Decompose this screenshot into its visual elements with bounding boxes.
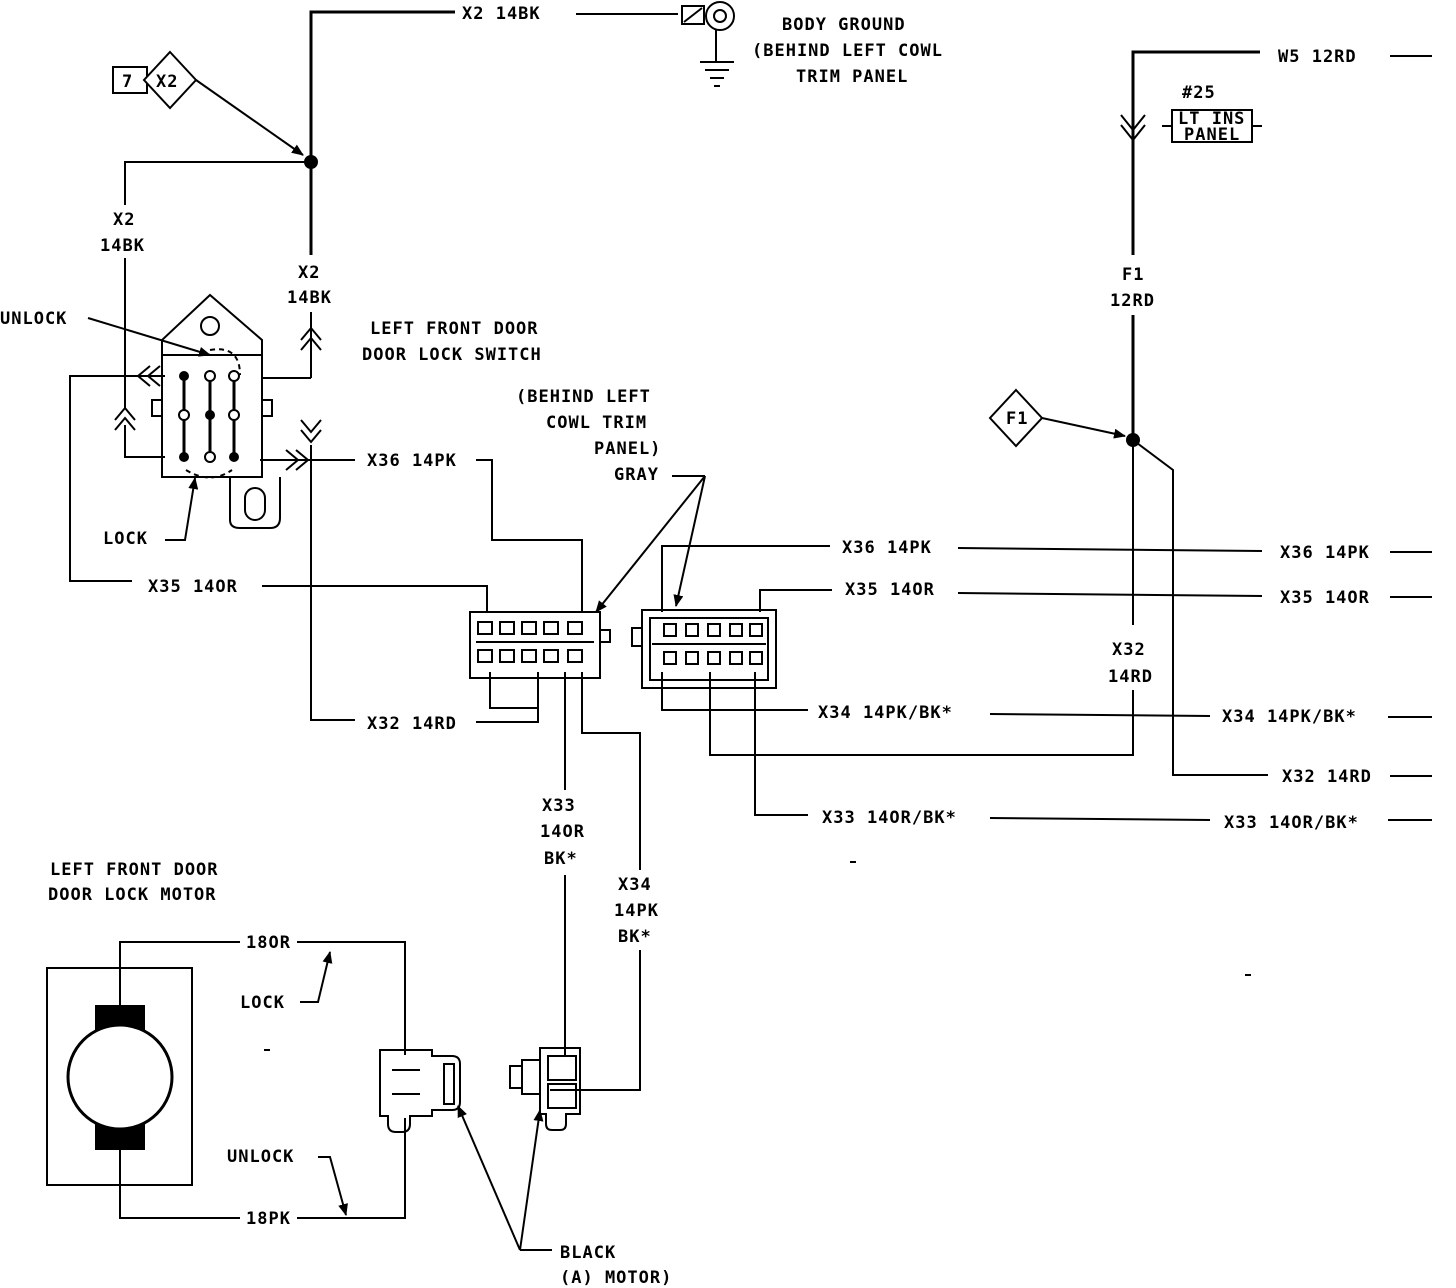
label-x2-left-2: 14BK (100, 236, 145, 256)
label-x34-mid: X34 14PK/BK* (818, 703, 953, 723)
label-unlock-motor: UNLOCK (227, 1147, 294, 1167)
label-body-ground-3: TRIM PANEL (796, 67, 908, 87)
wire-x36-left (476, 459, 583, 612)
door-lock-motor (46, 942, 193, 1218)
label-body-ground-2: (BEHIND LEFT COWL (752, 41, 943, 61)
wire-x36-mid (661, 545, 830, 612)
wire-x34-lower (550, 950, 641, 1091)
wire-x32-left (476, 672, 539, 723)
label-x2-mid-1: X2 (298, 263, 320, 283)
splice-f1-label: F1 (1006, 409, 1028, 429)
label-cowl-3: PANEL) (594, 439, 661, 459)
label-x2-top: X2 14BK (462, 4, 541, 24)
wire-x35-switch (69, 375, 165, 582)
wire-x2-left (124, 161, 311, 205)
wire-x33-mid (754, 672, 808, 816)
label-x33-right: X33 14OR/BK* (1224, 813, 1359, 833)
door-lock-switch (87, 293, 322, 541)
label-w5: W5 12RD (1278, 47, 1357, 67)
label-x34-vert-2: 14PK (614, 901, 659, 921)
wire-18or-right (297, 941, 406, 1055)
connector-gray-left (469, 611, 611, 679)
label-cowl-4: GRAY (614, 465, 659, 485)
wire-w5 (1131, 50, 1260, 255)
wire-x35-right (957, 592, 1263, 597)
splice-x2-flag: 7 X2 (112, 50, 304, 156)
label-black-1: BLACK (560, 1243, 616, 1263)
label-lt-ins-1: LT INS (1178, 109, 1245, 129)
wire-x33-right (989, 817, 1211, 821)
label-cowl-1: (BEHIND LEFT (516, 387, 651, 407)
splice-x2-dot (304, 155, 318, 169)
label-x34-right: X34 14PK/BK* (1222, 707, 1357, 727)
wire-x36-right (957, 547, 1263, 552)
label-x32-right: X32 14RD (1282, 767, 1372, 787)
label-18pk: 18PK (246, 1209, 291, 1229)
wires (69, 10, 1432, 1219)
lt-ins-panel-connector (1120, 109, 1262, 143)
label-x34-vert-3: BK* (618, 927, 652, 947)
label-black-2: (A) MOTOR) (560, 1268, 672, 1288)
wire-x32-connector (489, 672, 538, 709)
label-x2-mid-2: 14BK (287, 288, 332, 308)
gray-pointers (595, 475, 706, 613)
wire-18or (119, 941, 240, 1005)
label-x33-vert-2: 14OR (540, 822, 585, 842)
wire-x35-mid (759, 589, 832, 612)
label-x33-vert-3: BK* (544, 849, 578, 869)
connector-gray-right (631, 609, 777, 689)
motor-connector-a (379, 1049, 461, 1133)
label-x35-right: X35 14OR (1280, 588, 1370, 608)
label-18or: 18OR (246, 933, 291, 953)
label-x32-left: X32 14RD (367, 714, 457, 734)
ground-symbol (681, 1, 735, 87)
splice-x2-label: X2 (156, 72, 178, 92)
motor-pointers (300, 951, 552, 1251)
splice-f1-flag: F1 (988, 388, 1126, 448)
wire-x32-right (1132, 439, 1268, 776)
label-cowl-2: COWL TRIM (546, 413, 647, 433)
wire-x34-mid (661, 672, 808, 711)
labels: X2 14BK BODY GROUND (BEHIND LEFT COWL TR… (0, 4, 1372, 1288)
label-num25: #25 (1182, 83, 1216, 103)
splice-x2-num: 7 (122, 72, 133, 92)
wire-switch-x32 (310, 445, 355, 721)
label-x36-mid: X36 14PK (842, 538, 932, 558)
label-lock-motor: LOCK (240, 993, 285, 1013)
label-x34-vert-1: X34 (618, 875, 652, 895)
label-f1-2: 12RD (1110, 291, 1155, 311)
label-lock-switch: LOCK (103, 529, 148, 549)
label-motor-1: LEFT FRONT DOOR (50, 860, 219, 880)
motor-connector-b (509, 1047, 581, 1131)
wire-switch-left-loop (124, 425, 165, 458)
wire-x34-upper (581, 672, 641, 870)
label-f1-1: F1 (1122, 265, 1144, 285)
label-x32-vert-2: 14RD (1108, 667, 1153, 687)
label-switch-2: DOOR LOCK SWITCH (362, 345, 542, 365)
label-x35-left: X35 14OR (148, 577, 238, 597)
label-motor-2: DOOR LOCK MOTOR (48, 885, 217, 905)
label-switch-1: LEFT FRONT DOOR (370, 319, 539, 339)
label-x2-left-1: X2 (113, 210, 135, 230)
label-x32-vert-1: X32 (1112, 640, 1146, 660)
label-lt-ins-2: PANEL (1184, 125, 1240, 145)
splice-f1-dot (1126, 433, 1140, 447)
label-x35-mid: X35 14OR (845, 580, 935, 600)
wire-x35-left (262, 585, 488, 612)
label-unlock-switch: UNLOCK (0, 309, 67, 329)
label-x36-right: X36 14PK (1280, 543, 1370, 563)
wire-x34-right (989, 713, 1211, 717)
label-x33-mid: X33 14OR/BK* (822, 808, 957, 828)
wire-x32-mid (709, 672, 1134, 756)
wire-x2-top (309, 10, 455, 255)
wire-18pk-right (297, 1118, 406, 1219)
label-body-ground-1: BODY GROUND (782, 15, 906, 35)
label-x36-left: X36 14PK (367, 451, 457, 471)
label-x33-vert-1: X33 (542, 796, 576, 816)
